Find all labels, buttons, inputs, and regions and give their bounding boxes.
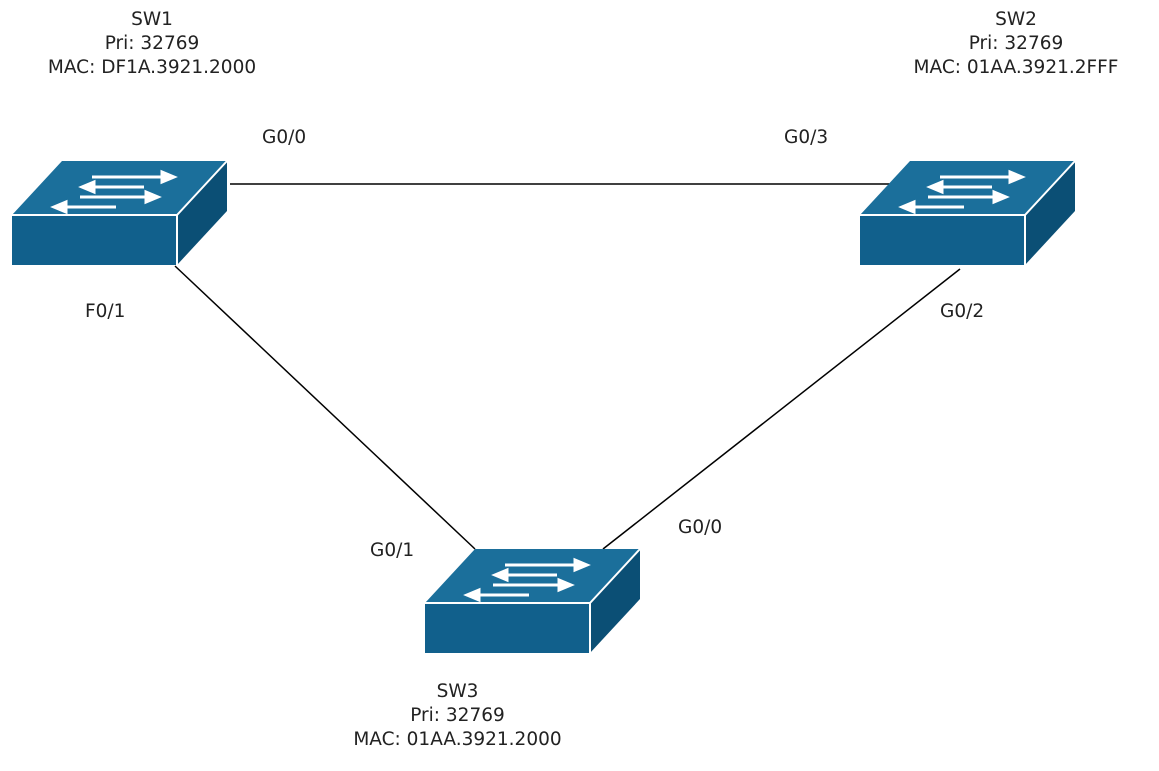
port-label-sw3-g00: G0/0: [678, 517, 723, 538]
switch-icon: [858, 159, 1077, 267]
switch-icon: [10, 159, 229, 267]
port-label-sw2-g02: G0/2: [940, 301, 985, 322]
switch-priority: Pri: 32769: [968, 33, 1064, 54]
port-label-sw2-g03: G0/3: [784, 127, 829, 148]
link-sw2-sw3: [602, 268, 961, 550]
switch-mac: MAC: DF1A.3921.2000: [47, 57, 257, 78]
port-label-sw1-g00: G0/0: [262, 127, 307, 148]
switch-mac: MAC: 01AA.3921.2000: [353, 729, 562, 750]
sw2-label: SW2 Pri: 32769 MAC: 01AA.3921.2FFF: [873, 8, 1159, 80]
sw1-label: SW1 Pri: 32769 MAC: DF1A.3921.2000: [12, 8, 292, 80]
port-label-sw3-g01: G0/1: [370, 540, 415, 561]
switch-priority: Pri: 32769: [104, 33, 200, 54]
switch-name: SW1: [131, 9, 173, 30]
switch-icon: [423, 547, 642, 655]
switch-name: SW3: [436, 681, 479, 702]
link-sw1-sw3: [174, 265, 476, 550]
switch-name: SW2: [995, 9, 1037, 30]
port-label-sw1-f01: F0/1: [85, 301, 126, 322]
sw3-label: SW3 Pri: 32769 MAC: 01AA.3921.2000: [315, 680, 600, 752]
switch-mac: MAC: 01AA.3921.2FFF: [913, 57, 1119, 78]
links-layer: [174, 183, 961, 550]
switch-priority: Pri: 32769: [410, 705, 505, 726]
